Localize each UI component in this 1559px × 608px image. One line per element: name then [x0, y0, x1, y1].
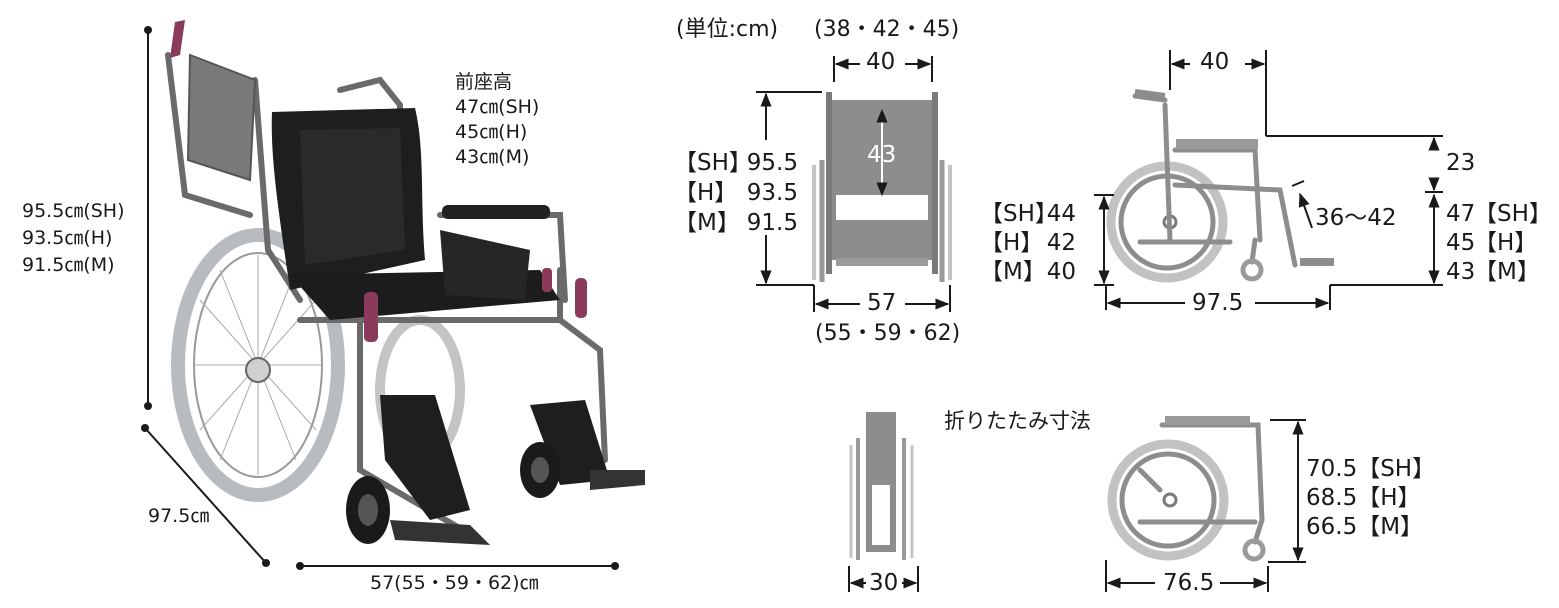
total-height-h: 93.5㎝(H) [22, 227, 113, 249]
folded-side-drawing [1107, 416, 1266, 562]
front-seat-h: 45 [1446, 230, 1476, 256]
side-view-dimensions [1094, 50, 1443, 310]
front-height-h: 93.5 [746, 180, 798, 206]
front-seat-height-h: 45㎝(H) [455, 121, 528, 143]
seat-width-options: (38・42・45) [814, 17, 960, 42]
front-view-drawing [812, 92, 952, 282]
front-height-tag-h: 【H】 [674, 180, 738, 206]
front-seat-height-title: 前座高 [455, 71, 513, 93]
dimension-dots [141, 26, 619, 570]
front-seat-sh: 47 [1446, 201, 1476, 227]
rear-seat-tag-sh: 【SH】 [980, 201, 1058, 227]
front-height-values: 95.5 93.5 91.5 [738, 148, 798, 238]
folded-height-sh: 70.5【SH】 [1306, 456, 1436, 482]
front-height-tag-m: 【M】 [674, 210, 740, 236]
folded-length-value: 76.5 [1163, 570, 1215, 596]
folded-front-drawing [849, 412, 914, 560]
front-seat-tag-h: 【H】 [1474, 230, 1538, 256]
rear-seat-values: 44 42 40 [1040, 200, 1076, 287]
total-height-label: 95.5㎝(SH) 93.5㎝(H) 91.5㎝(M) [22, 198, 124, 279]
backrest-height-value: 43 [867, 142, 897, 168]
front-height-sh: 95.5 [746, 150, 798, 176]
folded-title: 折りたたみ寸法 [944, 409, 1091, 433]
rear-seat-tags: 【SH】 【H】 【M】 [980, 200, 1058, 287]
front-seat-height-sh: 47㎝(SH) [455, 96, 540, 118]
rear-seat-tag-h: 【H】 [980, 230, 1044, 256]
legrest-length-value: 36～42 [1315, 205, 1397, 231]
total-height-sh: 95.5㎝(SH) [22, 200, 125, 222]
total-height-m: 91.5㎝(M) [22, 254, 115, 276]
side-view-drawing [1106, 89, 1334, 283]
folded-height-values: 70.5【SH】 68.5【H】 66.5【M】 [1306, 455, 1435, 542]
folded-height-h: 68.5【H】 [1306, 485, 1421, 511]
front-seat-tags: 【SH】 【H】 【M】 [1474, 200, 1552, 287]
front-seat-m: 43 [1446, 259, 1476, 285]
total-depth-label: 97.5㎝ [148, 505, 210, 527]
front-view-dimensions [756, 56, 951, 312]
unit-label: (単位:cm) [676, 17, 779, 42]
rear-seat-m: 40 [1046, 259, 1076, 285]
folded-width-dimension [848, 566, 919, 592]
armrest-height-value: 23 [1446, 150, 1476, 176]
front-height-tag-sh: 【SH】 [674, 150, 752, 176]
wheelchair-photo [165, 20, 645, 545]
total-width-label: 57(55・59・62)㎝ [370, 572, 539, 594]
rear-seat-h: 42 [1046, 230, 1076, 256]
seat-depth-value: 40 [1200, 49, 1230, 75]
front-height-m: 91.5 [746, 210, 798, 236]
front-seat-height-m: 43㎝(M) [455, 146, 530, 168]
total-length-value: 97.5 [1192, 290, 1244, 316]
rear-seat-tag-m: 【M】 [980, 259, 1046, 285]
front-seat-tag-sh: 【SH】 [1474, 201, 1552, 227]
front-seat-tag-m: 【M】 [1474, 259, 1540, 285]
front-seat-values: 47 45 43 [1446, 200, 1475, 287]
total-width-options: (55・59・62) [815, 321, 961, 346]
front-height-tags: 【SH】 【H】 【M】 [674, 148, 752, 238]
total-width-value: 57 [867, 290, 897, 316]
folded-side-dimensions [1105, 419, 1306, 592]
seat-width-value: 40 [866, 49, 896, 75]
front-seat-height-label: 前座高 47㎝(SH) 45㎝(H) 43㎝(M) [455, 70, 539, 170]
photo-dimension-lines [144, 30, 615, 567]
rear-seat-sh: 44 [1046, 201, 1076, 227]
folded-width-value: 30 [869, 570, 899, 596]
folded-height-m: 66.5【M】 [1306, 514, 1424, 540]
